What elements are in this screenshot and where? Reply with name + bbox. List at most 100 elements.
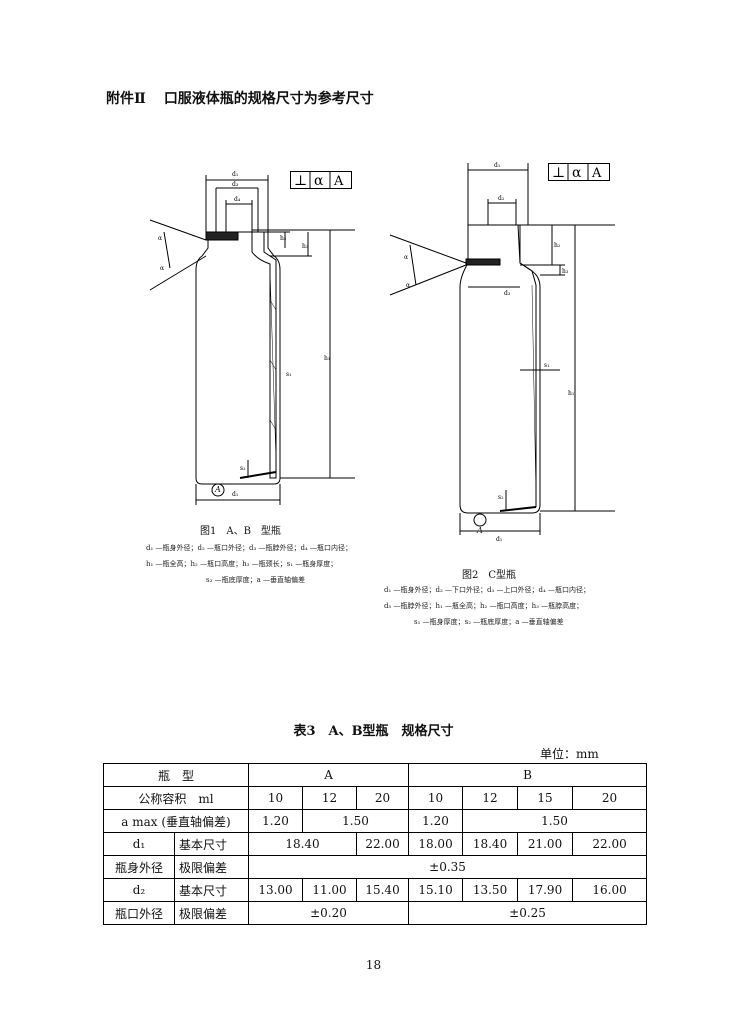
table-cell: 20 [356, 786, 410, 810]
table-row: 瓶口外径 极限偏差 ±0.20 ±0.25 [103, 901, 648, 925]
table-cell: 21.00 [517, 832, 574, 856]
table-title: 表3 A、B型瓶 规格尺寸 [293, 724, 454, 739]
tolerance-frame-1: ⊥ α A [290, 171, 352, 193]
svg-text:h₂: h₂ [280, 235, 287, 242]
figure-2-legend: d₁ —瓶身外径；d₂ —下口外径；d₃ —上口外径；d₄ —瓶口内径； d₅ … [384, 582, 590, 630]
figure-1-caption: 图1 A、B 型瓶 [200, 526, 281, 537]
svg-text:d₁: d₁ [232, 171, 238, 178]
table-row: d₁ 基本尺寸 18.40 22.00 18.00 18.40 21.00 22… [103, 832, 648, 856]
table-cell: 1.50 [462, 809, 648, 833]
table-cell: 22.00 [572, 832, 648, 856]
legend-line: d₁ —瓶身外径；d₂ —下口外径；d₃ —上口外径；d₄ —瓶口内径； [384, 586, 591, 594]
type-b-header: B [408, 763, 648, 787]
d2-symbol: d₂ [103, 878, 175, 902]
svg-text:s₂: s₂ [498, 494, 504, 501]
d1-basic-label: 基本尺寸 [173, 832, 250, 856]
type-a-header: A [248, 763, 410, 787]
perpendicularity-symbol: ⊥ [294, 173, 307, 189]
table-cell: 10 [248, 786, 304, 810]
table-cell: 15 [517, 786, 574, 810]
legend-line: d₅ —瓶脖外径；h₁ —瓶全高；h₂ —瓶口高度；h₃ —瓶脖高度； [384, 602, 584, 610]
svg-text:d₂: d₂ [498, 195, 505, 202]
table-cell: 12 [302, 786, 358, 810]
bottle-outline [195, 231, 281, 485]
svg-text:s₁: s₁ [544, 362, 549, 369]
legend-line: d₁ —瓶身外径；d₂ —瓶口外径；d₃ —瓶脖外径；d₄ —瓶口内径； [146, 544, 353, 552]
table-cell: ±0.35 [248, 855, 648, 879]
table-unit: 单位：mm [540, 747, 599, 761]
bottle-mouth [465, 258, 501, 266]
table-cell: 18.40 [248, 832, 358, 856]
figure-1-legend: d₁ —瓶身外径；d₂ —瓶口外径；d₃ —瓶脖外径；d₄ —瓶口内径； h₁ … [146, 540, 352, 588]
table-cell: 18.00 [408, 832, 464, 856]
svg-text:h₃: h₃ [562, 268, 569, 275]
d1-tol-label: 极限偏差 [173, 855, 250, 879]
table-cell: 16.00 [572, 878, 648, 902]
svg-text:d₁: d₁ [496, 536, 502, 543]
table-row: 瓶 型 A B [102, 763, 648, 787]
datum-label-2: A [477, 526, 483, 535]
tolerance-frame-2: ⊥ α A [548, 163, 610, 185]
svg-text:h₃: h₃ [302, 243, 309, 250]
d2-tol-label: 极限偏差 [173, 901, 250, 925]
annex-label: 附件Ⅱ [106, 91, 146, 107]
svg-text:d₁: d₁ [494, 162, 500, 169]
svg-text:h₂: h₂ [554, 242, 561, 249]
table-cell: 1.50 [302, 809, 410, 833]
page-heading: 附件Ⅱ 口服液体瓶的规格尺寸为参考尺寸 [106, 88, 374, 108]
svg-text:α: α [160, 265, 164, 272]
table-cell: 17.90 [517, 878, 574, 902]
table-cell: 15.10 [408, 878, 464, 902]
svg-text:d₄: d₄ [234, 196, 241, 203]
bottle-outline [459, 224, 541, 514]
neck-section [251, 232, 277, 479]
datum-letter: A [333, 174, 344, 189]
datum-label-1: A [215, 485, 221, 494]
d2-name: 瓶口外径 [103, 901, 175, 925]
table-cell: 20 [572, 786, 648, 810]
datum-letter: A [591, 166, 602, 181]
table-cell: 13.50 [462, 878, 519, 902]
svg-text:α: α [158, 235, 162, 242]
bottle-mouth [205, 231, 239, 241]
legend-line: s₂ —瓶底厚度；a —垂直轴偏差 [206, 576, 306, 584]
table-cell: 18.40 [462, 832, 519, 856]
type-header: 瓶 型 [102, 763, 250, 787]
d1-name: 瓶身外径 [103, 855, 175, 879]
spec-table: 瓶 型 A B 公称容积 ml 10 12 20 10 12 15 20 a m… [102, 763, 648, 925]
neck-section [517, 224, 537, 507]
table-cell: 22.00 [356, 832, 410, 856]
table-cell: 1.20 [408, 809, 464, 833]
svg-text:h₁: h₁ [324, 355, 330, 362]
d2-basic-label: 基本尺寸 [173, 878, 250, 902]
table-row: a max (垂直轴偏差) 1.20 1.50 1.20 1.50 [102, 809, 648, 833]
legend-line: h₁ —瓶全高；h₂ —瓶口高度；h₃ —瓶颈长；s₁ —瓶身厚度； [146, 560, 338, 568]
heading-title: 口服液体瓶的规格尺寸为参考尺寸 [163, 91, 374, 107]
table-cell: 10 [408, 786, 464, 810]
svg-text:h₁: h₁ [568, 390, 574, 397]
table-row: 瓶身外径 极限偏差 ±0.35 [103, 855, 648, 879]
amax-label: a max (垂直轴偏差) [102, 809, 250, 833]
svg-text:α: α [404, 254, 408, 261]
table-row: d₂ 基本尺寸 13.00 11.00 15.40 15.10 13.50 17… [103, 878, 648, 902]
tolerance-value: α [314, 173, 324, 189]
perpendicularity-symbol: ⊥ [552, 165, 565, 181]
svg-text:s₁: s₁ [286, 371, 291, 378]
table-cell: ±0.20 [248, 901, 410, 925]
capacity-label: 公称容积 ml [102, 786, 250, 810]
svg-text:d₃: d₃ [504, 290, 511, 297]
table-cell: 1.20 [248, 809, 304, 833]
table-cell: 15.40 [356, 878, 410, 902]
svg-text:d₃: d₃ [232, 181, 239, 188]
table-cell: ±0.25 [408, 901, 648, 925]
d1-symbol: d₁ [103, 832, 175, 856]
table-row: 公称容积 ml 10 12 20 10 12 15 20 [102, 786, 648, 810]
svg-text:d₁: d₁ [232, 491, 238, 498]
table-cell: 12 [462, 786, 519, 810]
tolerance-value: α [572, 165, 582, 181]
page-number: 18 [365, 958, 382, 972]
table-cell: 11.00 [302, 878, 358, 902]
figure-2-caption: 图2 C型瓶 [462, 570, 517, 581]
legend-line: s₁ —瓶身厚度；s₂ —瓶底厚度；a —垂直轴偏差 [414, 618, 564, 626]
